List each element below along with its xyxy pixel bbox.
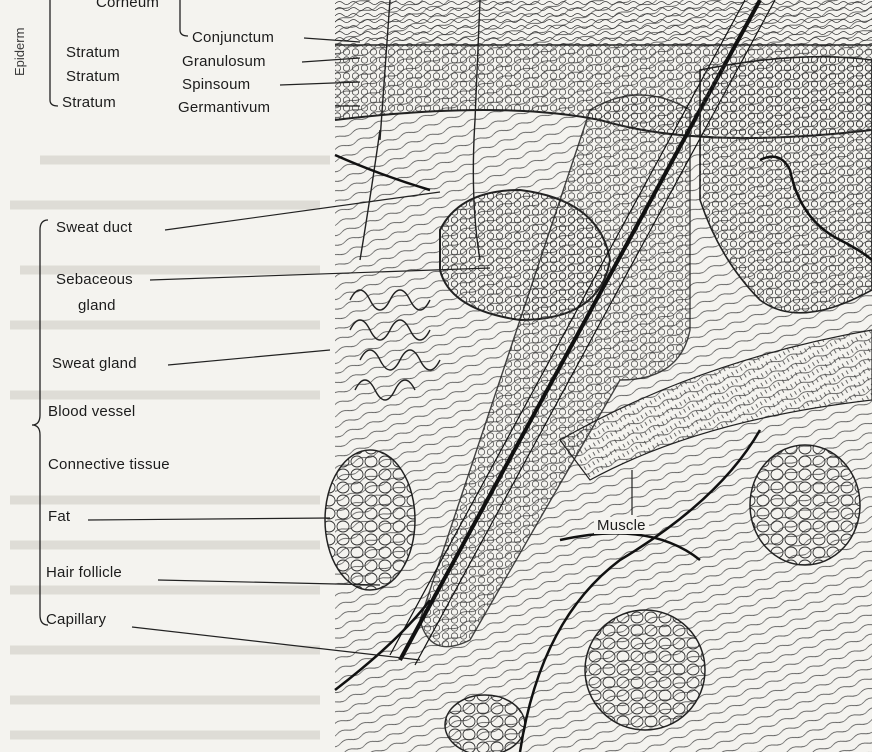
label-stratum-2: Stratum [66, 68, 120, 85]
label-gland: gland [78, 297, 116, 314]
label-sweat-duct: Sweat duct [56, 219, 132, 236]
label-germantivum: Germantivum [178, 99, 270, 116]
label-stratum-1: Stratum [66, 44, 120, 61]
epidermis-side-label: Epiderm [12, 28, 27, 76]
label-hair-follicle: Hair follicle [46, 564, 122, 581]
label-sebaceous: Sebaceous [56, 271, 133, 288]
label-capillary: Capillary [46, 611, 106, 628]
label-corneum: Corneum [96, 0, 159, 11]
label-stratum-3: Stratum [62, 94, 116, 111]
label-sweat-gland: Sweat gland [52, 355, 137, 372]
label-blood-vessel: Blood vessel [48, 403, 135, 420]
label-granulosum: Granulosum [182, 53, 266, 70]
label-connective-tissue: Connective tissue [48, 456, 170, 473]
label-spinosum: Spinsoum [182, 76, 250, 93]
label-muscle: Muscle [594, 517, 649, 534]
label-conjunctum: Conjunctum [192, 29, 274, 46]
background-text-lines [10, 160, 330, 735]
label-fat: Fat [48, 508, 70, 525]
